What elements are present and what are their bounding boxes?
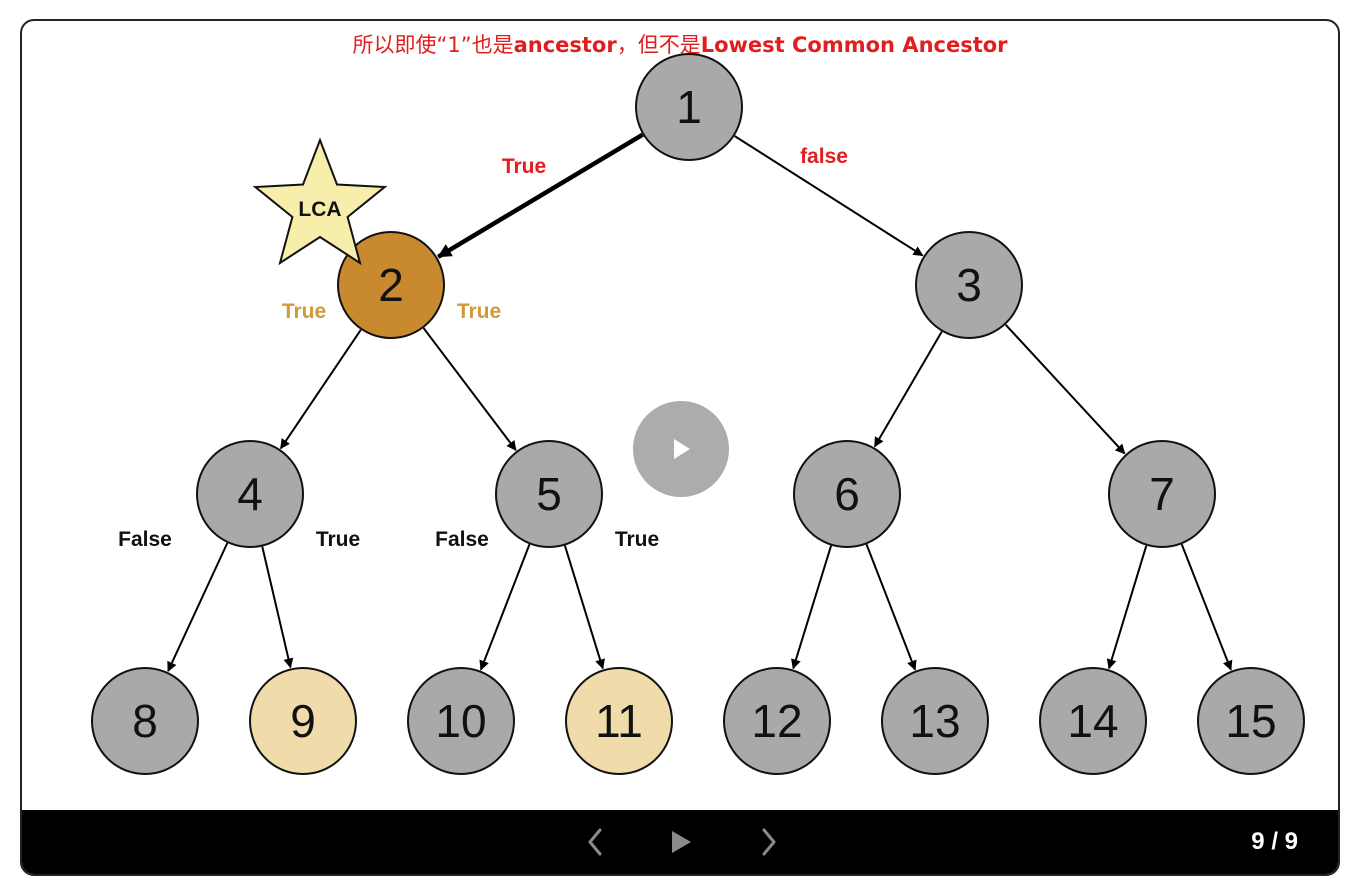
tree-node-5: 5 — [495, 440, 603, 548]
node-label-15: 15 — [1225, 695, 1276, 747]
edge-4-9 — [261, 546, 294, 669]
edge-label-4-8: False — [118, 528, 172, 551]
play-icon — [672, 831, 691, 853]
node-label-9: 9 — [290, 695, 316, 747]
next-button[interactable] — [748, 810, 790, 874]
caption-part-2: ancestor — [513, 33, 617, 57]
tree-node-12: 12 — [723, 667, 831, 775]
caption-part-3: ，但不是 — [616, 33, 701, 57]
edge-2-4 — [279, 329, 362, 450]
node-label-13: 13 — [909, 695, 960, 747]
edge-1-3 — [734, 135, 924, 257]
lca-badge-label: LCA — [298, 198, 341, 221]
play-button[interactable] — [660, 810, 702, 874]
tree-node-6: 6 — [793, 440, 901, 548]
lca-star-icon — [252, 137, 388, 266]
node-circle-8 — [91, 667, 199, 775]
play-overlay-icon — [674, 439, 690, 459]
tree-node-11: 11 — [565, 667, 673, 775]
node-circle-6 — [793, 440, 901, 548]
edge-7-15 — [1180, 543, 1233, 671]
page-counter: 9 / 9 — [1251, 828, 1298, 855]
edge-6-12 — [791, 545, 833, 670]
node-circle-13 — [881, 667, 989, 775]
edge-label-2-5: True — [457, 300, 501, 323]
node-label-14: 14 — [1067, 695, 1118, 747]
caption-part-1: 所以即使“1”也是 — [352, 33, 514, 57]
edge-label-2-4: True — [282, 300, 326, 323]
edge-label-1-3: false — [800, 145, 848, 168]
node-circle-10 — [407, 667, 515, 775]
tree-node-7: 7 — [1108, 440, 1216, 548]
edge-7-14 — [1106, 545, 1148, 670]
node-circle-7 — [1108, 440, 1216, 548]
node-circle-15 — [1197, 667, 1305, 775]
node-circle-1 — [635, 53, 743, 161]
tree-node-3: 3 — [915, 231, 1023, 339]
tree-node-1: 1 — [635, 53, 743, 161]
chevron-left-icon — [588, 828, 602, 856]
node-circle-5 — [495, 440, 603, 548]
node-label-8: 8 — [132, 695, 158, 747]
edge-5-10 — [479, 543, 531, 671]
node-circle-14 — [1039, 667, 1147, 775]
slide-frame: 所以即使“1”也是ancestor，但不是Lowest Common Ances… — [20, 19, 1340, 876]
node-label-12: 12 — [751, 695, 802, 747]
node-label-5: 5 — [536, 468, 562, 520]
player-controls: 9 / 9 — [22, 810, 1338, 874]
edge-2-5 — [422, 327, 517, 451]
edge-label-4-9: True — [316, 528, 360, 551]
edge-label-1-2: True — [502, 155, 546, 178]
edge-5-11 — [563, 545, 605, 670]
edge-label-5-11: True — [615, 528, 659, 551]
node-circle-3 — [915, 231, 1023, 339]
node-label-10: 10 — [435, 695, 486, 747]
node-label-2: 2 — [378, 259, 404, 311]
edge-1-2 — [437, 132, 644, 259]
tree-node-10: 10 — [407, 667, 515, 775]
edge-6-13 — [865, 543, 917, 671]
edge-4-8 — [167, 542, 229, 672]
caption-part-4: Lowest Common Ancestor — [700, 33, 1008, 57]
tree-node-9: 9 — [249, 667, 357, 775]
play-overlay-button[interactable] — [633, 401, 729, 497]
node-label-7: 7 — [1149, 468, 1175, 520]
node-circle-2 — [337, 231, 445, 339]
tree-node-13: 13 — [881, 667, 989, 775]
tree-node-4: 4 — [196, 440, 304, 548]
node-circle-12 — [723, 667, 831, 775]
slide-caption: 所以即使“1”也是ancestor，但不是Lowest Common Ances… — [22, 29, 1338, 59]
node-label-4: 4 — [237, 468, 263, 520]
chevron-right-icon — [762, 828, 776, 856]
edge-label-5-10: False — [435, 528, 489, 551]
edge-3-6 — [873, 331, 943, 448]
tree-node-2: 2 — [337, 231, 445, 339]
node-circle-11 — [565, 667, 673, 775]
node-label-3: 3 — [956, 259, 982, 311]
tree-node-15: 15 — [1197, 667, 1305, 775]
edge-3-7 — [1004, 323, 1126, 455]
tree-node-8: 8 — [91, 667, 199, 775]
node-label-6: 6 — [834, 468, 860, 520]
node-circle-4 — [196, 440, 304, 548]
node-circle-9 — [249, 667, 357, 775]
node-label-11: 11 — [595, 695, 643, 747]
prev-button[interactable] — [574, 810, 616, 874]
tree-node-14: 14 — [1039, 667, 1147, 775]
node-label-1: 1 — [676, 81, 702, 133]
